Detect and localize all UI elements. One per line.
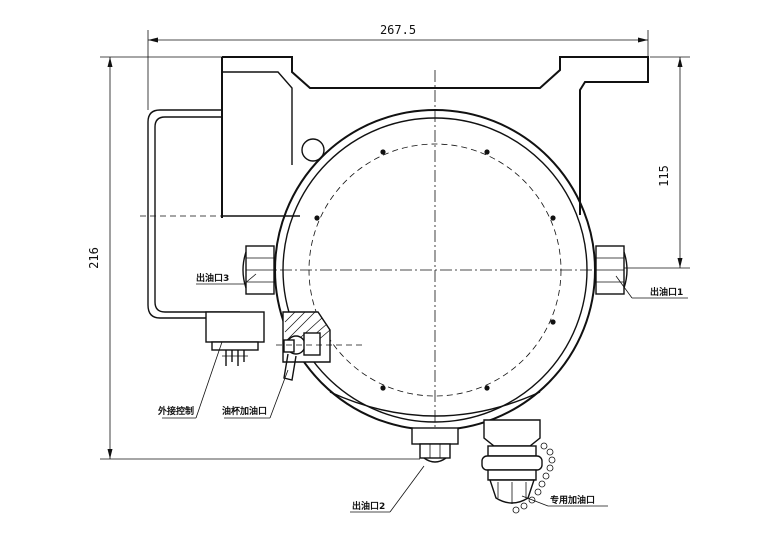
dedicated-filler-port: [481, 419, 556, 514]
dimension-center-height-text: 115: [657, 165, 671, 187]
label-outlet-2: 出油口2: [352, 500, 385, 512]
external-control-connector: [205, 311, 265, 366]
label-external-control: 外接控制: [157, 405, 194, 417]
mounting-bracket: [221, 56, 649, 218]
left-side-box: [140, 109, 300, 319]
main-body: [260, 70, 612, 440]
label-outlet-1: 出油口1: [650, 286, 683, 298]
dimension-center-height: 115: [622, 56, 690, 269]
label-outlet-3: 出油口3: [196, 272, 229, 284]
outlet-2-fitting: [411, 427, 459, 463]
dimension-width: 267.5: [147, 23, 649, 110]
dimension-width-text: 267.5: [380, 23, 416, 37]
dimension-height-text: 216: [87, 247, 101, 269]
dimension-height: 216: [87, 56, 420, 460]
cap-chain: [512, 442, 556, 514]
outlet-1-fitting: [595, 245, 628, 295]
leader-lines: [162, 273, 688, 513]
mounting-hole: [301, 138, 325, 162]
label-oil-cup-fill: 油杯加油口: [222, 405, 267, 417]
outlet-3-fitting: [242, 245, 275, 295]
oil-cup-filler: [276, 311, 365, 381]
label-dedicated-fill: 专用加油口: [550, 494, 595, 506]
